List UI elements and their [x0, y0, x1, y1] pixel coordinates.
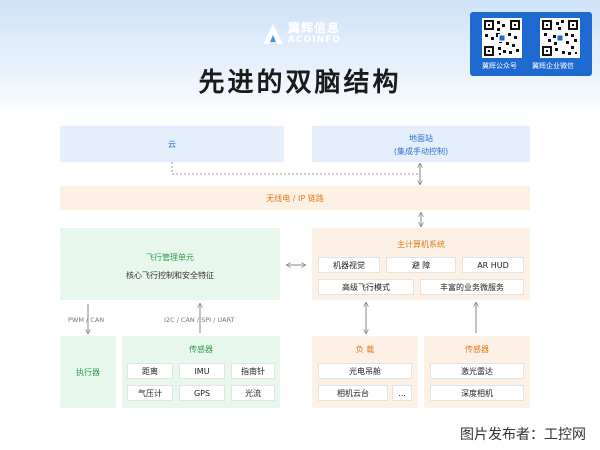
cloud-ground-connector — [171, 162, 420, 175]
capability-chip: AR HUD — [462, 257, 524, 273]
payload-chip: 光电吊舱 — [318, 363, 412, 379]
capability-chip: 高级飞行模式 — [318, 279, 414, 295]
radio-link-label: 无线电 / IP 链路 — [266, 194, 324, 203]
payload-title: 负 载 — [355, 345, 375, 354]
actuator-label: 执行器 — [76, 368, 100, 377]
sensor-chip: 指南针 — [231, 363, 275, 379]
sensor-chip: 气压计 — [127, 385, 173, 401]
radio-link-bar: 无线电 / IP 链路 — [60, 186, 530, 210]
sensor-chip: IMU — [179, 363, 225, 379]
ground-station-sublabel: (集成手动控制) — [393, 147, 449, 156]
main-computer-title: 主计算机系统 — [397, 240, 445, 249]
logo-mark-icon — [263, 23, 283, 44]
page-title: 先进的双脑结构 — [198, 68, 402, 98]
capability-chip: 避 障 — [386, 257, 456, 273]
sensor-chip: 距离 — [127, 363, 173, 379]
capability-chip: 机器视觉 — [318, 257, 380, 273]
sensor-chip: 光流 — [231, 385, 275, 401]
fmu-title: 飞行管理单元 — [146, 253, 194, 262]
sensor-chip: 激光雷达 — [430, 363, 524, 379]
payload-chip: ... — [392, 385, 412, 401]
qr-panel: 翼辉公众号 翼辉企业微信 — [470, 12, 592, 76]
qr-label: 翼辉企业微信 — [532, 62, 574, 70]
logo-name-en: ACOINFO — [288, 35, 341, 45]
qr-code-icon — [540, 18, 580, 58]
computer-sensors-title: 传感器 — [465, 345, 489, 354]
ground-station-label: 地面站 — [409, 134, 433, 143]
cloud-box: 云 — [60, 126, 284, 162]
pwm-can-label: PWM / CAN — [68, 316, 105, 324]
logo-name-cn: 翼辉信息 — [288, 21, 341, 35]
fmu-subtitle: 核心飞行控制和安全特征 — [126, 271, 214, 280]
actuator-box: 执行器 — [60, 336, 116, 408]
payload-chip: 相机云台 — [318, 385, 388, 401]
acoinfo-logo: 翼辉信息 ACOINFO — [262, 22, 341, 45]
qr-label: 翼辉公众号 — [482, 62, 517, 70]
sensor-chip: GPS — [179, 385, 225, 401]
sensor-chip: 深度相机 — [430, 385, 524, 401]
ground-station-box: 地面站 (集成手动控制) — [312, 126, 530, 162]
capability-chip: 丰富的业务微服务 — [420, 279, 524, 295]
watermark: 图片发布者：工控网 — [460, 427, 586, 443]
flight-management-unit-box: 飞行管理单元 核心飞行控制和安全特征 — [60, 228, 280, 300]
qr-code-icon — [482, 18, 522, 58]
cloud-label: 云 — [168, 140, 176, 149]
bus-label: I2C / CAN / SPI / UART — [164, 316, 235, 324]
fmu-sensors-title: 传感器 — [189, 345, 213, 354]
